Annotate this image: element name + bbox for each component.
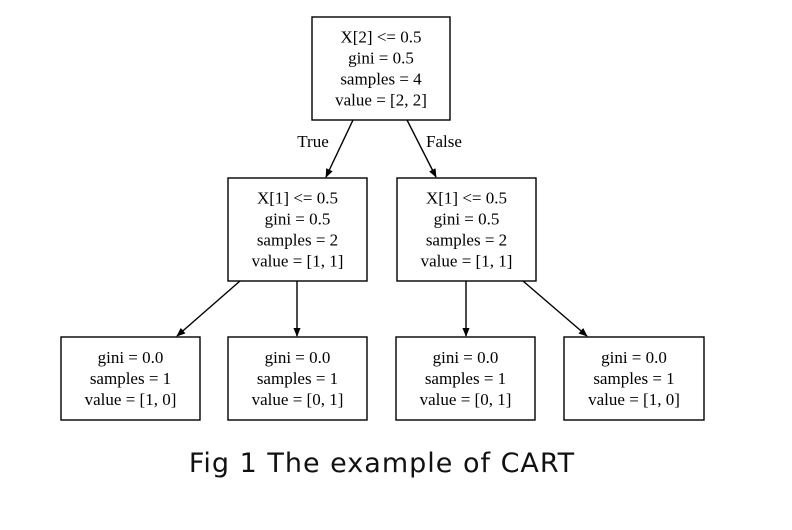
- node-line: samples = 2: [257, 231, 338, 250]
- figure-caption: Fig 1 The example of CART: [189, 448, 575, 479]
- node-line: samples = 4: [340, 70, 422, 89]
- tree-node-leaf4: gini = 0.0 samples = 1 value = [1, 0]: [563, 336, 705, 421]
- node-box: [563, 336, 705, 421]
- node-line: samples = 1: [425, 369, 506, 388]
- node-line: gini = 0.0: [433, 348, 499, 367]
- node-line: X[1] <= 0.5: [426, 189, 507, 208]
- edges-layer: True False: [176, 119, 588, 337]
- node-line: samples = 1: [90, 369, 171, 388]
- node-line: value = [1, 1]: [421, 252, 513, 271]
- node-line: value = [0, 1]: [252, 390, 344, 409]
- node-box: [227, 336, 368, 421]
- tree-node-left: X[1] <= 0.5 gini = 0.5 samples = 2 value = …: [227, 177, 368, 282]
- node-line: gini = 0.0: [601, 348, 667, 367]
- edge-right-to-leaf4: [522, 280, 588, 337]
- node-line: X[1] <= 0.5: [257, 189, 338, 208]
- tree-node-leaf3: gini = 0.0 samples = 1 value = [0, 1]: [395, 336, 536, 421]
- nodes-layer: X[2] <= 0.5 gini = 0.5 samples = 4 value = …: [60, 16, 705, 421]
- node-line: value = [0, 1]: [420, 390, 512, 409]
- node-line: value = [1, 0]: [85, 390, 177, 409]
- node-line: samples = 1: [257, 369, 338, 388]
- node-box: [311, 16, 451, 121]
- node-line: gini = 0.0: [265, 348, 331, 367]
- node-line: gini = 0.5: [348, 49, 414, 68]
- node-box: [60, 336, 201, 421]
- tree-node-root: X[2] <= 0.5 gini = 0.5 samples = 4 value = …: [311, 16, 451, 121]
- node-line: gini = 0.5: [434, 210, 500, 229]
- tree-node-leaf2: gini = 0.0 samples = 1 value = [0, 1]: [227, 336, 368, 421]
- node-line: gini = 0.5: [265, 210, 331, 229]
- edge-label-true: True: [297, 132, 329, 151]
- node-line: X[2] <= 0.5: [340, 28, 421, 47]
- edge-root-to-left: [325, 119, 354, 178]
- node-line: value = [2, 2]: [335, 91, 427, 110]
- node-line: value = [1, 1]: [252, 252, 344, 271]
- node-box: [227, 177, 368, 282]
- edge-label-false: False: [426, 132, 462, 151]
- tree-node-right: X[1] <= 0.5 gini = 0.5 samples = 2 value = …: [396, 177, 537, 282]
- node-line: gini = 0.0: [98, 348, 164, 367]
- edge-left-to-leaf1: [176, 280, 241, 337]
- node-line: samples = 1: [593, 369, 674, 388]
- node-line: samples = 2: [426, 231, 507, 250]
- node-box: [395, 336, 536, 421]
- node-box: [396, 177, 537, 282]
- tree-node-leaf1: gini = 0.0 samples = 1 value = [1, 0]: [60, 336, 201, 421]
- edge-root-to-right: [406, 119, 437, 178]
- node-line: value = [1, 0]: [588, 390, 680, 409]
